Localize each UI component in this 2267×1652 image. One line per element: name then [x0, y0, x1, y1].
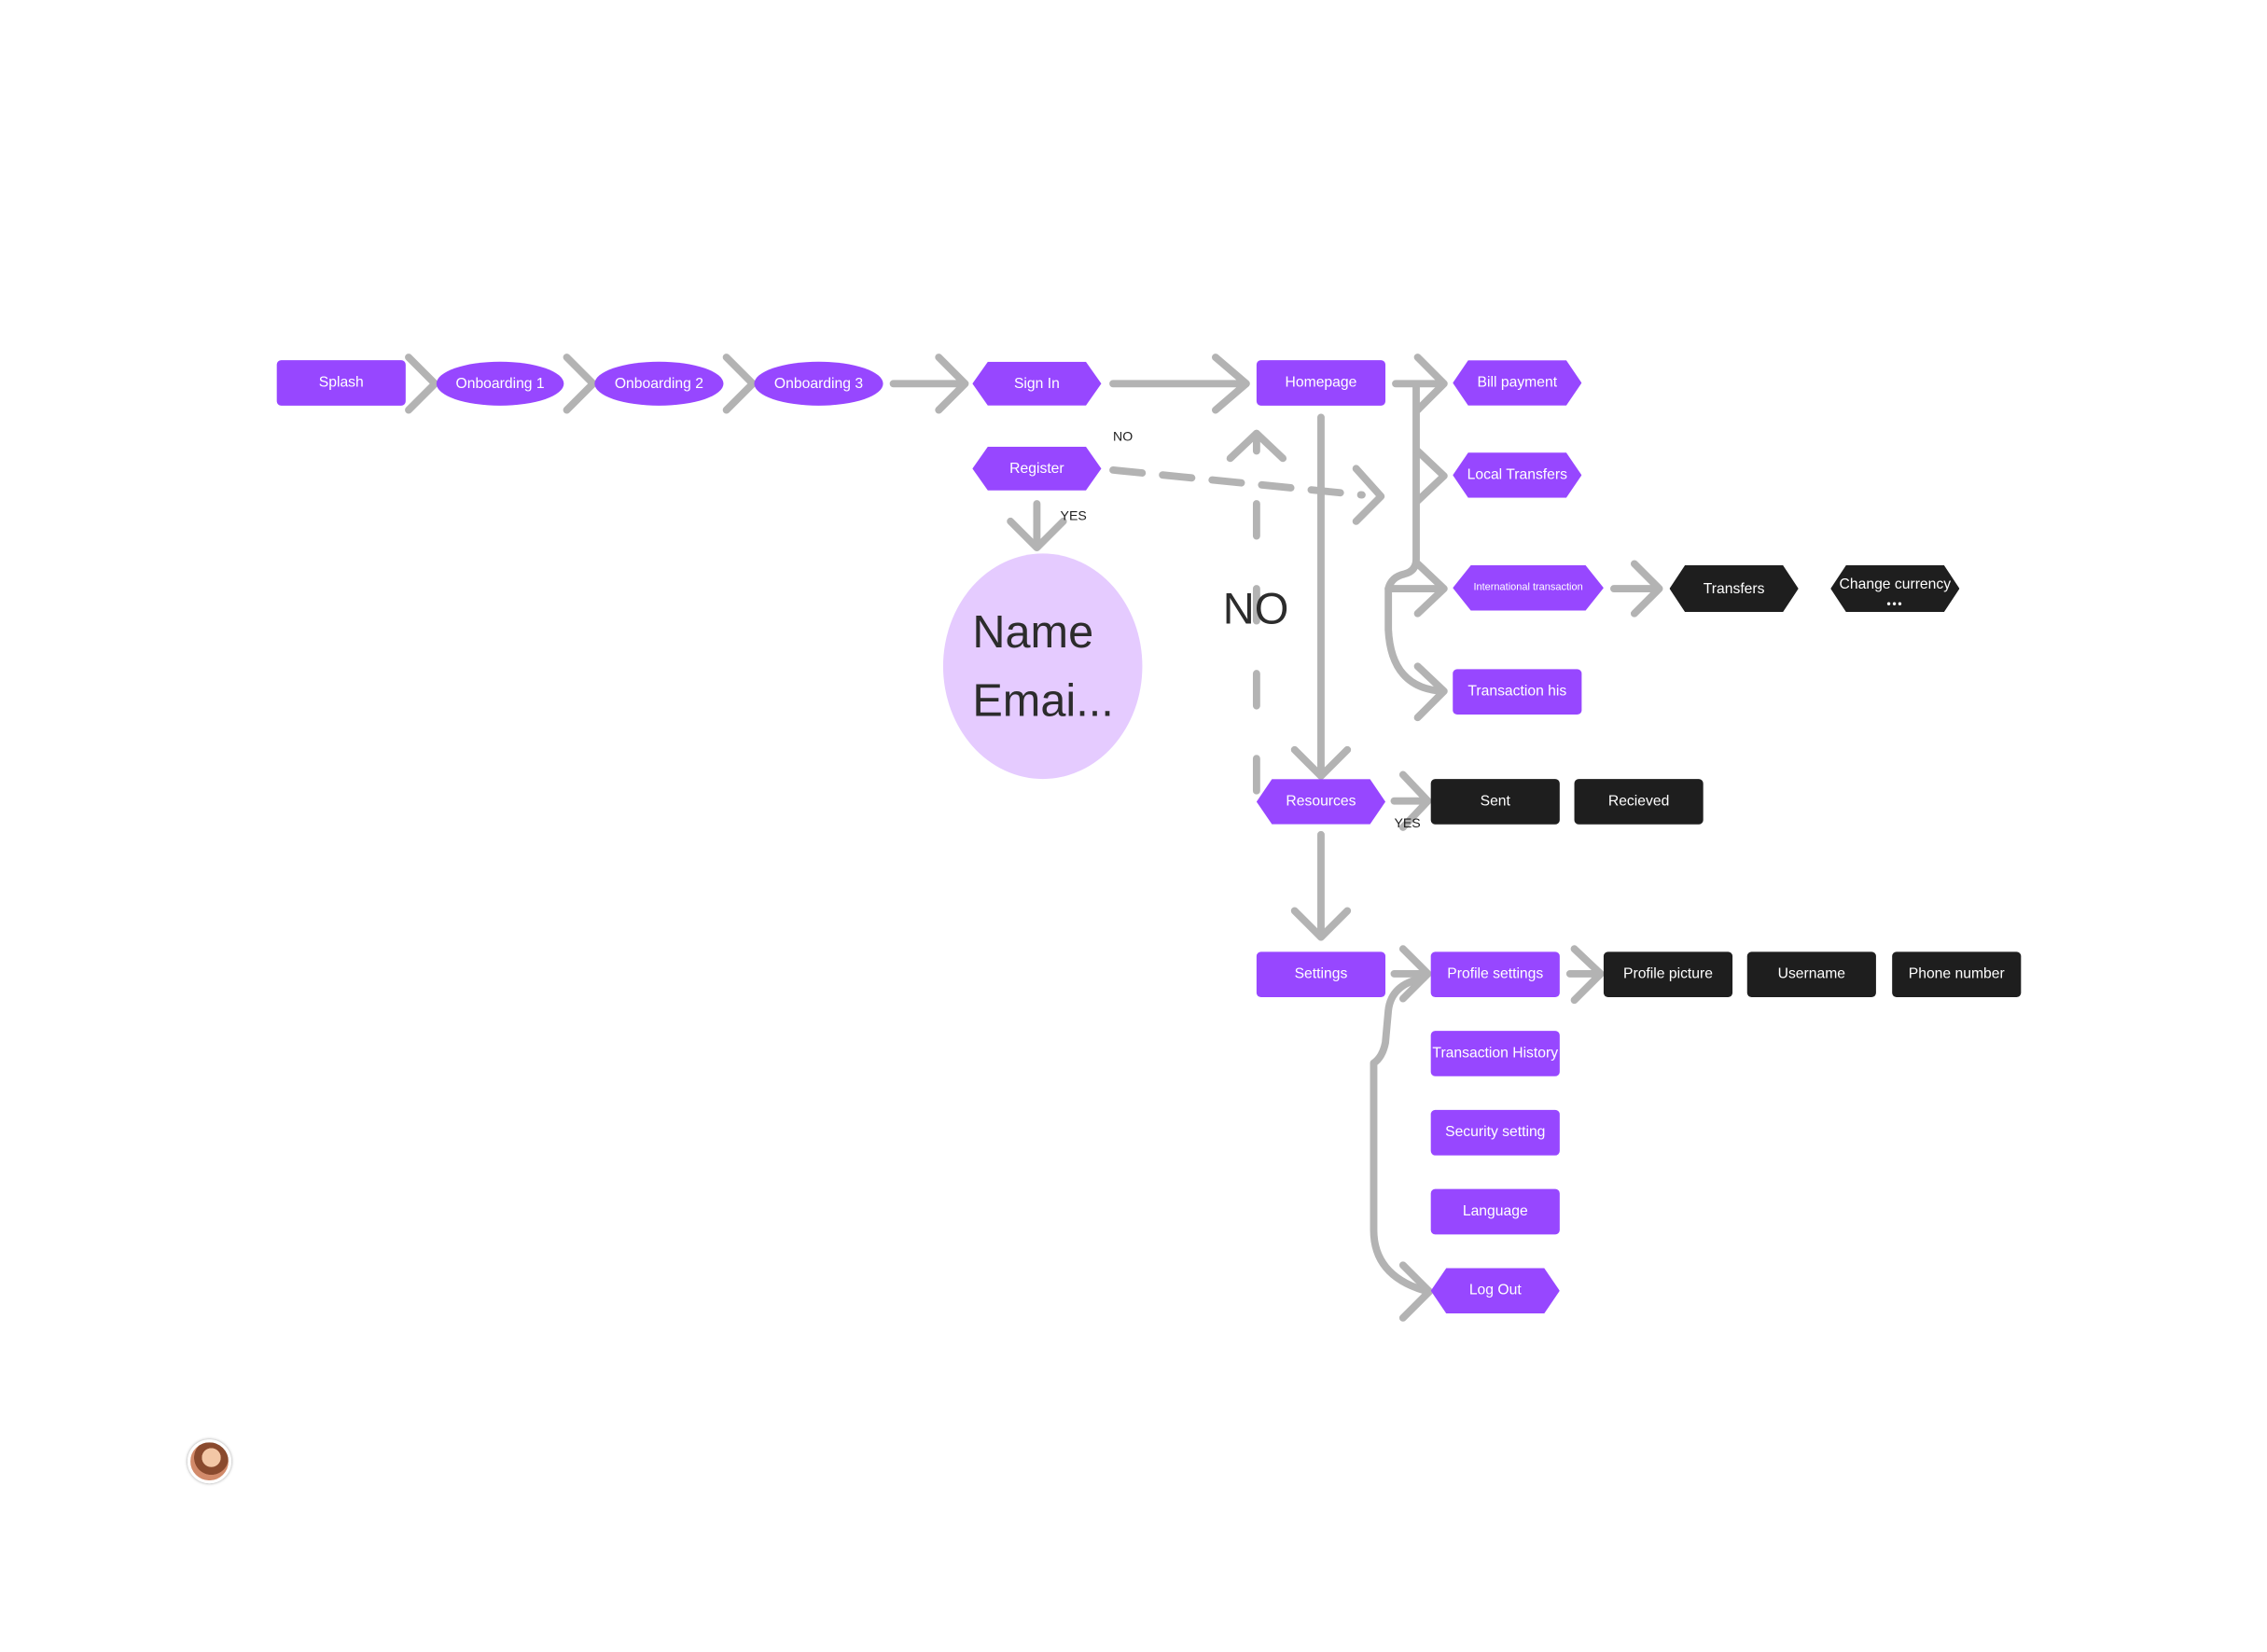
label-yes-resources: YES [1394, 815, 1421, 831]
node-sent[interactable]: Sent [1430, 779, 1560, 825]
arrow-resources-settings [1290, 830, 1352, 941]
node-local-transfers[interactable]: Local Transfers [1453, 452, 1582, 498]
node-recieved[interactable]: Recieved [1574, 779, 1704, 825]
node-splash[interactable]: Splash [276, 360, 406, 406]
change-currency-label: Change currency [1839, 576, 1952, 592]
branch-settings-down [1370, 974, 1432, 1296]
chevron-onb2-onb3 [722, 354, 757, 414]
node-phone-number[interactable]: Phone number [1892, 951, 2022, 998]
chevron-bill [1413, 354, 1448, 414]
arrow-signin-homepage [1109, 354, 1250, 414]
node-sign-in[interactable]: Sign In [972, 361, 1102, 406]
arrow-homepage-resources [1290, 413, 1352, 780]
arrow-profile-picture [1565, 945, 1605, 1005]
chevron-dashed-end [1352, 465, 1385, 525]
node-onboarding-2[interactable]: Onboarding 2 [594, 361, 724, 406]
node-profile-picture[interactable]: Profile picture [1603, 951, 1733, 998]
node-security-setting[interactable]: Security setting [1430, 1109, 1560, 1156]
chevron-splash-onb1 [405, 354, 439, 414]
node-username[interactable]: Username [1746, 951, 1876, 998]
label-yes-register: YES [1060, 507, 1087, 523]
chevron-intl [1413, 560, 1448, 618]
label-no-small: NO [1113, 428, 1134, 444]
node-language[interactable]: Language [1430, 1188, 1560, 1235]
arrow-resources-sent [1390, 770, 1432, 831]
node-transaction-his[interactable]: Transaction his [1453, 669, 1582, 715]
node-register[interactable]: Register [972, 446, 1102, 491]
node-bill-payment[interactable]: Bill payment [1453, 360, 1582, 406]
note-bubble[interactable]: Name Emai... [942, 553, 1143, 780]
chevron-local [1413, 447, 1448, 505]
node-settings[interactable]: Settings [1256, 951, 1386, 998]
node-homepage[interactable]: Homepage [1256, 360, 1386, 406]
node-resources[interactable]: Resources [1256, 779, 1386, 825]
node-transaction-history[interactable]: Transaction History [1430, 1031, 1560, 1076]
branch-homepage [1384, 380, 1447, 695]
node-onboarding-1[interactable]: Onboarding 1 [436, 361, 564, 406]
branch-settings [1390, 945, 1432, 1003]
chevron-no-up [1226, 429, 1287, 463]
label-no-big: NO [1222, 585, 1289, 634]
arrow-register-yes [1007, 500, 1067, 552]
arrow-onb3-signin [889, 354, 969, 414]
more-dots-icon: ••• [1886, 597, 1904, 611]
node-transfers[interactable]: Transfers [1669, 564, 1799, 613]
chevron-his [1413, 662, 1448, 722]
node-change-currency[interactable]: Change currency ••• [1830, 564, 1960, 613]
node-profile-settings[interactable]: Profile settings [1430, 951, 1560, 998]
note-line-email: Emai... [972, 674, 1114, 727]
arrow-intl-transfers [1609, 560, 1663, 618]
node-international-transaction[interactable]: International transaction [1453, 564, 1604, 611]
node-log-out[interactable]: Log Out [1430, 1268, 1560, 1314]
chevron-logout [1398, 1261, 1434, 1322]
user-avatar-icon[interactable] [187, 1439, 232, 1484]
note-line-name: Name [972, 605, 1094, 658]
node-onboarding-3[interactable]: Onboarding 3 [754, 361, 883, 406]
chevron-onb1-onb2 [563, 354, 597, 414]
